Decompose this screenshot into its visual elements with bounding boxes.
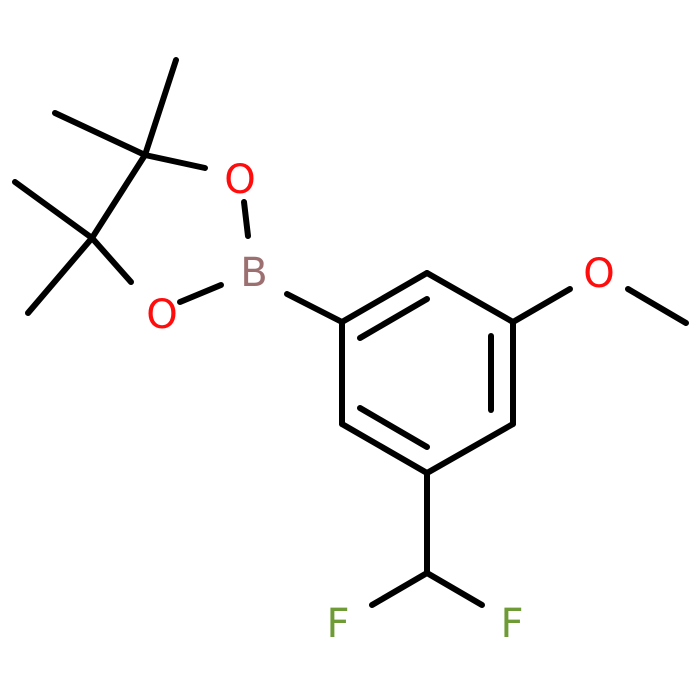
atom-fluorine-left: F: [326, 601, 349, 647]
bond-methyl-4: [25, 235, 95, 316]
bond-c-c-ring: [89, 152, 148, 241]
bond-b-aryl: [284, 291, 345, 325]
bond-aryl-o-methoxy: [510, 286, 573, 325]
bond-c-f-right: [424, 570, 485, 608]
bond-ring-4: [424, 421, 516, 476]
bond-o-b-lower: [177, 282, 224, 305]
atom-oxygen-methoxy: O: [583, 251, 614, 297]
bond-c-o-lower: [89, 235, 134, 285]
atom-oxygen-upper: O: [224, 157, 255, 203]
bond-o-b-upper: [241, 199, 251, 239]
bond-ring-1-inner: [357, 296, 430, 341]
atom-oxygen-lower: O: [146, 292, 177, 338]
bond-o-methyl-methoxy: [625, 286, 689, 326]
bond-ring-2: [424, 270, 516, 325]
bond-ring-1: [339, 270, 430, 325]
bond-methyl-1: [142, 57, 179, 158]
bond-c-f-left: [369, 570, 430, 608]
bond-c-o-upper: [142, 152, 208, 171]
atom-fluorine-right: F: [500, 601, 523, 647]
bond-ring-5-inner: [357, 405, 430, 450]
bond-methyl-2: [52, 110, 148, 158]
bond-ring-5: [339, 421, 430, 476]
atom-boron: B: [240, 250, 267, 296]
bond-methyl-3: [12, 179, 95, 241]
